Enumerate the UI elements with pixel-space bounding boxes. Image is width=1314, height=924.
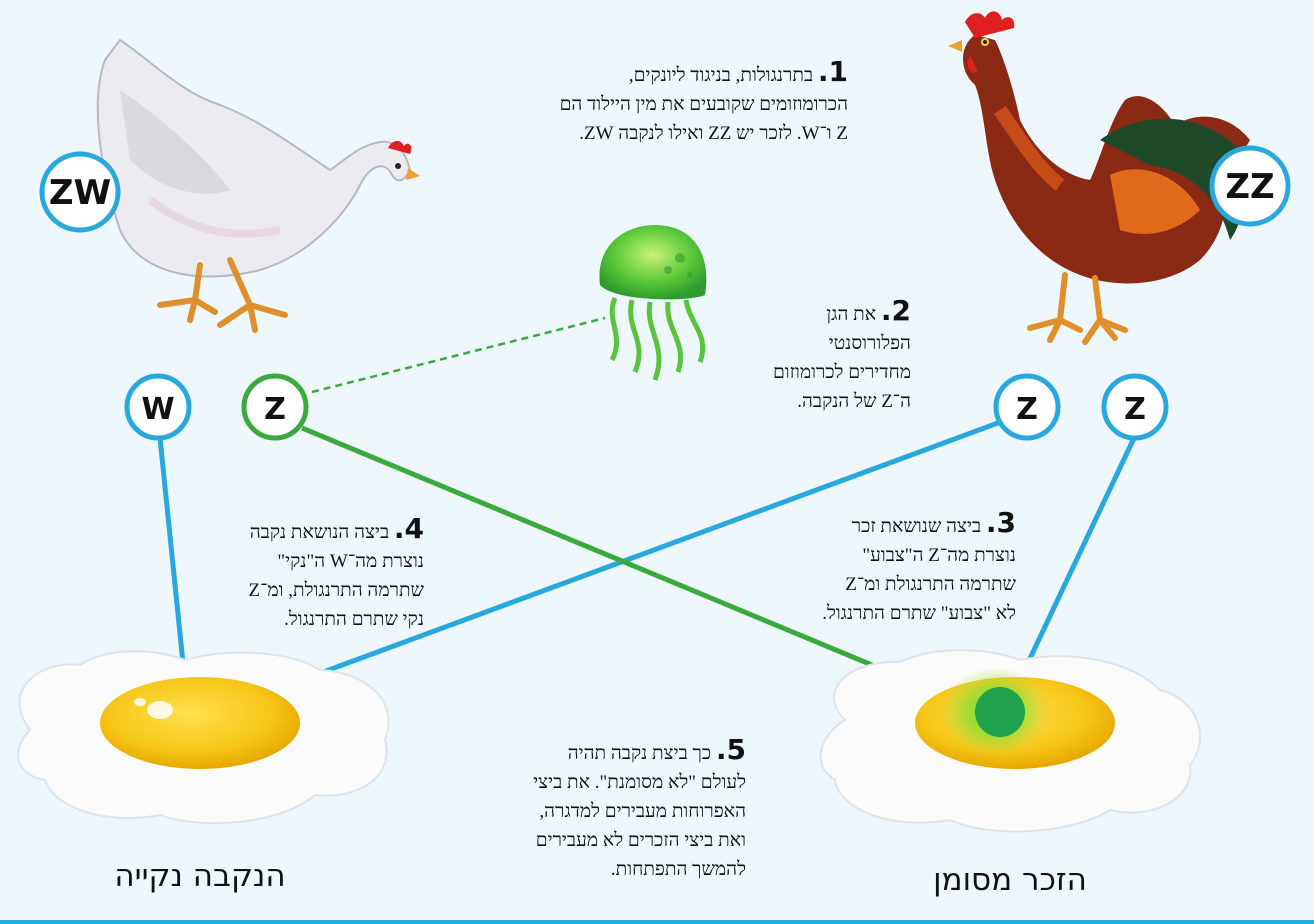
jellyfish-to-z-dashed-line <box>312 318 605 392</box>
rooster-illustration <box>948 11 1250 342</box>
right-egg <box>821 650 1200 831</box>
step-1-line-3: Z ו־W. לזכר יש ZZ ואילו לנקבה ZW. <box>428 119 848 148</box>
step-4-line-2: נוצרת מה־W ה"נקי" <box>194 547 424 576</box>
step-5-text: 5. כך ביצת נקבה תהיה לעולם "לא מסומנת". … <box>476 735 746 884</box>
step-4-number: 4. <box>394 512 424 545</box>
step-3-line-3: שתרמה התרנגולת ומ־Z <box>756 570 1016 599</box>
step-5-line-5: להמשך התפתחות. <box>476 855 746 884</box>
step-4-text: 4. ביצה הנושאת נקבה נוצרת מה־W ה"נקי" שת… <box>194 514 424 634</box>
hen-z-chromosome: Z <box>244 376 306 438</box>
step-2-number: 2. <box>881 294 911 327</box>
step-2-line-4: ה־Z של הנקבה. <box>691 387 911 416</box>
step-1-line-2: הכרומוזומים שקובעים את מין היילוד הם <box>428 90 848 119</box>
rooster-chromosome-badge: ZZ <box>1212 148 1288 224</box>
caption-marked-male: הזכר מסומן <box>870 862 1150 898</box>
step-4-line-3: שתרמה התרנגולת, ומ־Z <box>194 576 424 605</box>
step-2-text: 2. את הגן הפלורוסנטי מחדירים לכרומוזום ה… <box>691 296 911 416</box>
step-5-line-1: כך ביצת נקבה תהיה <box>568 743 711 764</box>
hen-chromosome-badge: ZW <box>42 154 118 230</box>
step-1-line-1: בתרנגולות, בניגוד ליונקים, <box>629 65 813 86</box>
step-5-line-3: האפרוחות מעבירים למדגרה, <box>476 797 746 826</box>
rooster-chromosome-label: ZZ <box>1225 167 1274 207</box>
step-1-text: 1. בתרנגולות, בניגוד ליונקים, הכרומוזומי… <box>428 57 848 148</box>
step-4-line-4: נקי שתרם התרנגול. <box>194 605 424 634</box>
step-3-line-2: נוצרת מה־Z ה"צבוע" <box>756 541 1016 570</box>
step-5-line-4: ואת ביצי הזכרים לא מעבירים <box>476 826 746 855</box>
step-2-line-2: הפלורוסנטי <box>691 329 911 358</box>
step-3-text: 3. ביצה שנושאת זכר נוצרת מה־Z ה"צבוע" שת… <box>756 508 1016 628</box>
caption-clean-female: הנקבה נקייה <box>60 858 340 894</box>
rooster-z2-chromosome: Z <box>1104 376 1166 438</box>
step-3-line-1: ביצה שנושאת זכר <box>852 516 981 537</box>
step-3-line-4: לא "צבוע" שתרם התרנגול. <box>756 599 1016 628</box>
step-1-number: 1. <box>818 55 848 88</box>
bottom-divider <box>0 920 1314 924</box>
hen-z-label: Z <box>264 392 286 427</box>
step-2-line-1: את הגן <box>826 304 876 325</box>
step-5-line-2: לעולם "לא מסומנת". את ביצי <box>476 768 746 797</box>
step-2-line-3: מחדירים לכרומוזום <box>691 358 911 387</box>
rooster-z2-label: Z <box>1124 392 1146 427</box>
left-egg <box>18 651 389 823</box>
hen-illustration <box>98 40 420 330</box>
hen-chromosome-label: ZW <box>49 173 111 213</box>
hen-w-label: W <box>141 392 174 427</box>
step-3-number: 3. <box>986 506 1016 539</box>
step-4-line-1: ביצה הנושאת נקבה <box>250 522 389 543</box>
rooster-z1-chromosome: Z <box>996 376 1058 438</box>
rooster-z1-label: Z <box>1016 392 1038 427</box>
step-5-number: 5. <box>716 733 746 766</box>
hen-w-chromosome: W <box>127 376 189 438</box>
